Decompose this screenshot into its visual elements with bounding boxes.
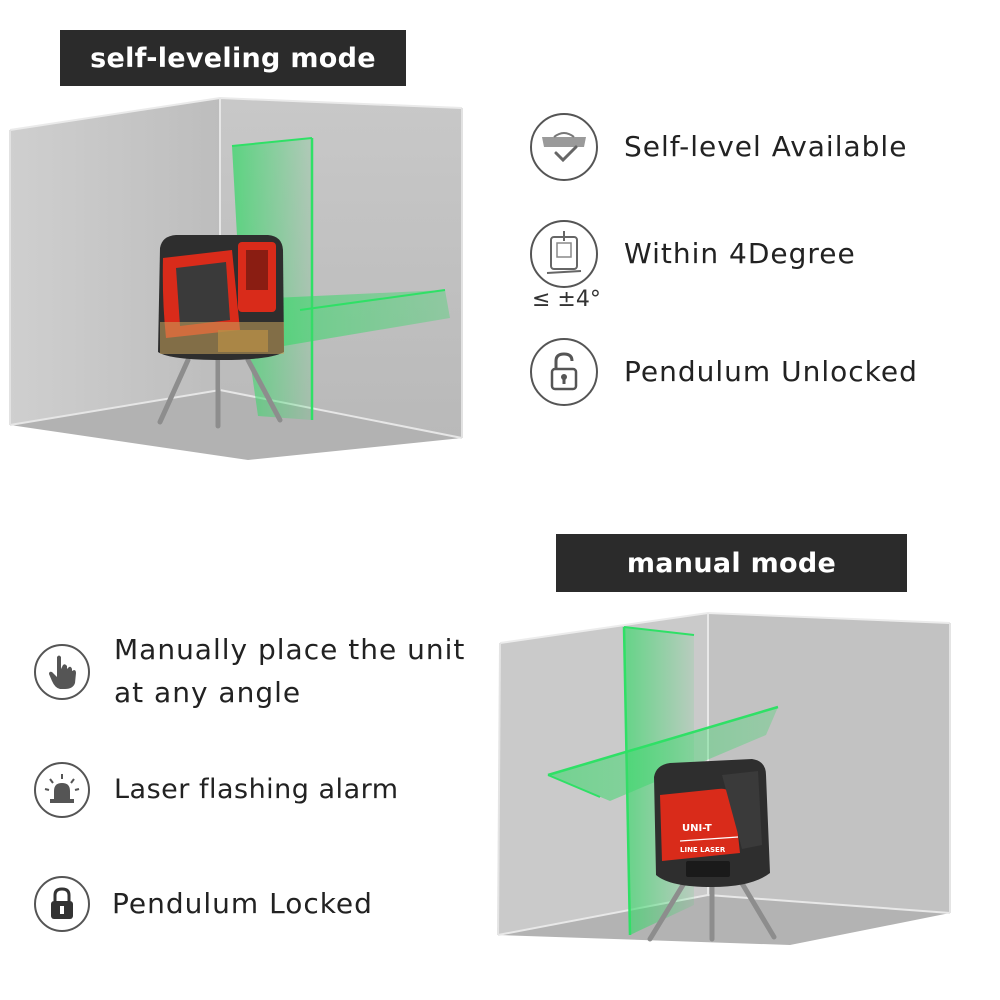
tilt-degree-label: ≤ ±4° [532, 287, 601, 312]
floor [10, 390, 462, 460]
feature-label: Within 4Degree [624, 237, 856, 271]
self-leveling-mode-banner: self-leveling mode [60, 30, 406, 86]
feature-tilt-range: Within 4Degree [530, 220, 856, 288]
feature-label: Pendulum Locked [112, 887, 373, 921]
locked-padlock-icon [34, 876, 90, 932]
feature-manual-placement: Manually place the unit at any angle [34, 628, 465, 715]
alarm-beacon-icon [34, 762, 90, 818]
feature-label: Pendulum Unlocked [624, 355, 918, 389]
hand-pointer-icon [34, 644, 90, 700]
feature-label-line2: at any angle [114, 676, 302, 710]
model-label: LINE LASER [680, 846, 726, 854]
feature-pendulum-unlocked: Pendulum Unlocked [530, 338, 918, 406]
horizontal-laser-plane [230, 290, 450, 355]
manual-mode-room-illustration: UNI-T LINE LASER [497, 611, 951, 945]
self-leveling-room-illustration [9, 96, 463, 460]
feature-label: Manually place the unit at any angle [114, 628, 465, 715]
laser-level-device [158, 235, 284, 360]
tripod [157, 357, 283, 429]
level-check-icon [530, 113, 598, 181]
tripod [647, 877, 777, 942]
laser-level-device [654, 759, 770, 887]
feature-flashing-alarm: Laser flashing alarm [34, 762, 399, 818]
feature-self-level: Self-level Available [530, 113, 907, 181]
brand-label: UNI-T [682, 823, 712, 834]
manual-mode-banner: manual mode [556, 534, 907, 592]
tilted-laser-plane [548, 707, 778, 801]
tilt-range-icon [530, 220, 598, 288]
feature-label: Laser flashing alarm [114, 774, 399, 806]
feature-label-line1: Manually place the unit [114, 633, 466, 666]
floor [498, 895, 950, 945]
feature-pendulum-locked: Pendulum Locked [34, 876, 373, 932]
feature-label: Self-level Available [624, 130, 908, 164]
unlocked-padlock-icon [530, 338, 598, 406]
